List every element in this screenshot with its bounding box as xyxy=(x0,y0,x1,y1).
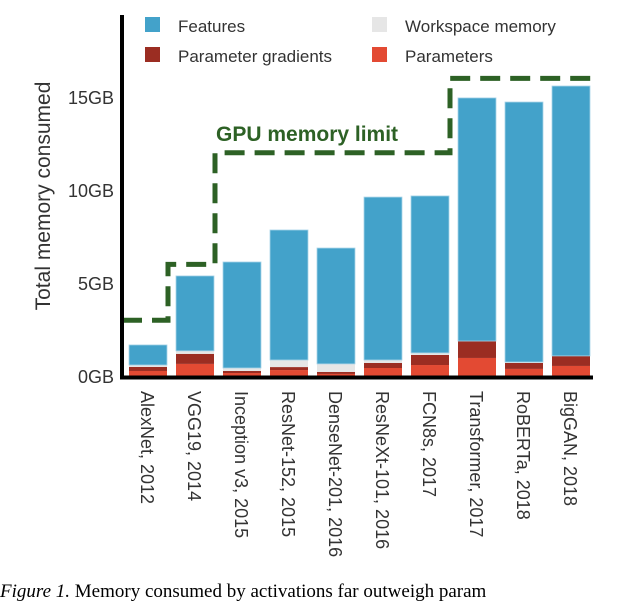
bar-stack xyxy=(504,101,544,376)
bar-segment-features xyxy=(551,85,591,357)
bar-segment-parameters xyxy=(505,368,543,376)
bar-segment-parameters xyxy=(411,365,449,376)
bar-segment-workspace-memory xyxy=(176,350,214,354)
legend-label: Parameters xyxy=(405,47,493,66)
bar-stacks xyxy=(128,85,591,376)
bar-segment-parameters xyxy=(552,365,590,376)
legend-item: Features xyxy=(145,17,245,36)
bar-stack xyxy=(175,275,215,376)
bar-segment-workspace-memory xyxy=(411,352,449,355)
legend-item: Parameter gradients xyxy=(145,47,332,66)
bar-stack xyxy=(363,196,403,376)
bar-stack xyxy=(316,247,356,376)
legend-swatch xyxy=(372,47,387,62)
bar-segment-features xyxy=(269,229,309,361)
legend-swatch xyxy=(145,47,160,62)
bar-segment-workspace-memory xyxy=(505,362,543,363)
bar-segment-parameters xyxy=(317,373,355,376)
bar-segment-parameter-gradients xyxy=(458,341,496,358)
bar-segment-workspace-memory xyxy=(223,368,261,371)
x-tick-label: ResNet-152, 2015 xyxy=(278,391,298,537)
gpu-limit-dashed-line xyxy=(122,75,592,323)
bar-stack xyxy=(128,344,168,376)
bar-segment-features xyxy=(128,344,168,366)
bar-segment-parameter-gradients xyxy=(317,371,355,374)
x-tick-label: Transformer, 2017 xyxy=(466,391,486,537)
caption-text: Memory consumed by activations far outwe… xyxy=(70,581,487,602)
legend-label: Workspace memory xyxy=(405,17,556,36)
bar-segment-features xyxy=(316,247,356,365)
legend-item: Parameters xyxy=(372,47,493,66)
legend-swatch xyxy=(372,17,387,32)
bar-stack xyxy=(269,229,309,376)
bar-segment-parameter-gradients xyxy=(364,362,402,369)
bar-stack xyxy=(551,85,591,376)
bar-segment-parameter-gradients xyxy=(223,370,261,374)
x-tick-label: BigGAN, 2018 xyxy=(560,391,580,506)
x-tick-label: AlexNet, 2012 xyxy=(137,391,157,504)
bar-stack xyxy=(222,261,262,376)
y-tick-label: 10GB xyxy=(68,181,114,201)
memory-bar-chart: 0GB 5GB 10GB 15GB Total memory consumed Ale… xyxy=(32,15,593,557)
bar-segment-parameter-gradients xyxy=(411,354,449,366)
bar-segment-workspace-memory xyxy=(129,365,167,367)
y-tick-labels: 0GB 5GB 10GB 15GB xyxy=(68,88,114,387)
bar-segment-workspace-memory xyxy=(364,360,402,363)
x-tick-label: RoBERTa, 2018 xyxy=(513,391,533,520)
bar-segment-features xyxy=(504,101,544,363)
legend-label: Features xyxy=(178,17,245,36)
y-axis-label: Total memory consumed xyxy=(32,82,55,311)
bar-segment-parameters xyxy=(458,357,496,376)
bar-segment-workspace-memory xyxy=(317,363,355,372)
x-tick-label: Inception v3, 2015 xyxy=(231,391,251,538)
bar-segment-parameter-gradients xyxy=(129,366,167,371)
x-tick-labels: AlexNet, 2012 VGG19, 2014 Inception v3, 20… xyxy=(137,391,580,557)
legend-item: Workspace memory xyxy=(372,17,556,36)
axes xyxy=(120,15,593,380)
bar-segment-features xyxy=(410,195,450,354)
bar-segment-parameter-gradients xyxy=(505,362,543,369)
figure-caption: Figure 1. Memory consumed by activations… xyxy=(0,581,486,603)
x-tick-label: FCN8s, 2017 xyxy=(419,391,439,497)
bar-segment-features xyxy=(363,196,403,361)
bar-segment-parameters xyxy=(270,370,308,376)
bar-segment-features xyxy=(222,261,262,369)
bar-segment-parameter-gradients xyxy=(552,355,590,366)
bar-segment-parameters xyxy=(223,373,261,376)
y-tick-label: 15GB xyxy=(68,88,114,108)
bar-stack xyxy=(410,195,450,376)
bar-segment-parameters xyxy=(129,370,167,376)
legend-swatch xyxy=(145,17,160,32)
bar-segment-features xyxy=(457,97,497,342)
legend-label: Parameter gradients xyxy=(178,47,332,66)
y-tick-label: 0GB xyxy=(78,367,114,387)
x-tick-label: DenseNet-201, 2016 xyxy=(325,391,345,557)
bar-stack xyxy=(457,97,497,376)
bar-segment-features xyxy=(175,275,215,352)
figure-label: Figure 1. xyxy=(0,581,71,602)
bar-segment-parameter-gradients xyxy=(176,353,214,364)
y-tick-label: 5GB xyxy=(78,274,114,294)
bar-segment-parameters xyxy=(364,368,402,376)
gpu-limit-annotation: GPU memory limit xyxy=(216,123,398,146)
bar-segment-workspace-memory xyxy=(270,360,308,368)
x-tick-label: VGG19, 2014 xyxy=(184,391,204,501)
gpu-memory-limit-line xyxy=(122,75,592,323)
bar-segment-parameters xyxy=(176,363,214,376)
bar-segment-parameter-gradients xyxy=(270,367,308,371)
x-tick-label: ResNeXt-101, 2016 xyxy=(372,391,392,549)
